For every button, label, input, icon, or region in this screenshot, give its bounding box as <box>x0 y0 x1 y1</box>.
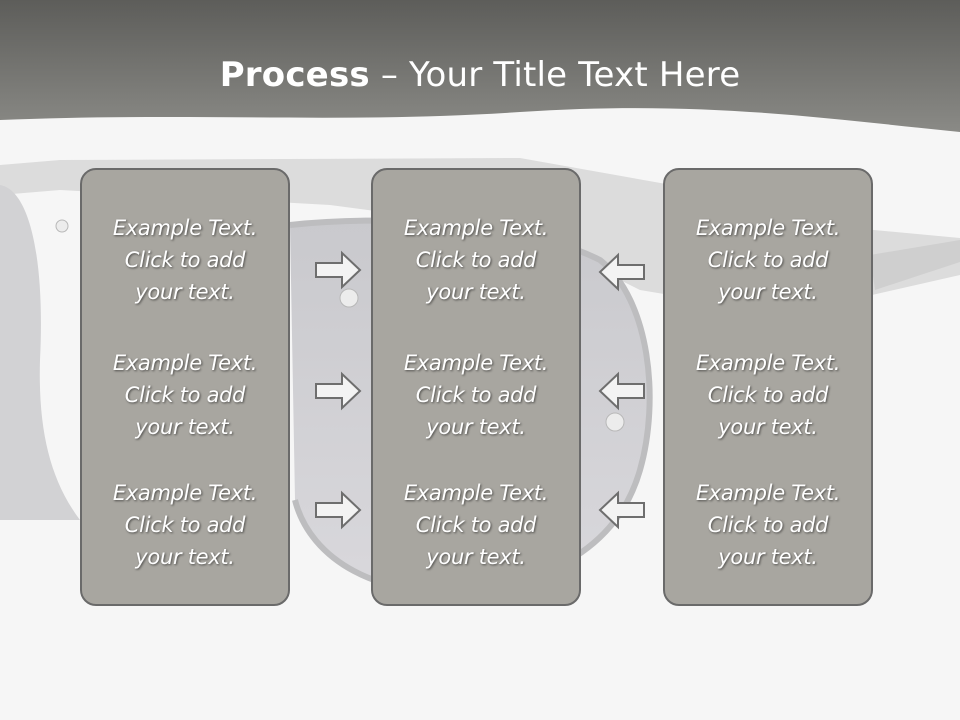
placeholder-line: Example Text. <box>112 216 258 240</box>
arrow-right-icon <box>315 490 362 530</box>
placeholder-line: Example Text. <box>695 351 841 375</box>
placeholder-line: Click to add <box>415 383 537 407</box>
placeholder-line: Click to add <box>124 248 246 272</box>
placeholder-line: Example Text. <box>112 481 258 505</box>
placeholder-line: your text. <box>426 415 526 439</box>
text-placeholder[interactable]: Example Text. Click to add your text. <box>373 477 579 573</box>
placeholder-line: Example Text. <box>695 216 841 240</box>
title-rest: – Your Title Text Here <box>369 55 741 95</box>
text-placeholder[interactable]: Example Text. Click to add your text. <box>373 212 579 308</box>
placeholder-line: your text. <box>135 415 235 439</box>
placeholder-line: Click to add <box>415 513 537 537</box>
arrow-left-icon <box>598 252 645 292</box>
placeholder-line: Example Text. <box>112 351 258 375</box>
placeholder-line: Click to add <box>707 513 829 537</box>
placeholder-line: Example Text. <box>695 481 841 505</box>
text-placeholder[interactable]: Example Text. Click to add your text. <box>82 212 288 308</box>
text-placeholder[interactable]: Example Text. Click to add your text. <box>665 477 871 573</box>
process-column-2: Example Text. Click to add your text. Ex… <box>371 168 581 606</box>
title-bold: Process <box>219 55 370 95</box>
placeholder-line: Example Text. <box>403 351 549 375</box>
placeholder-line: Click to add <box>707 383 829 407</box>
arrow-left-icon <box>598 371 645 411</box>
placeholder-line: Example Text. <box>403 216 549 240</box>
text-placeholder[interactable]: Example Text. Click to add your text. <box>665 212 871 308</box>
placeholder-line: your text. <box>718 415 818 439</box>
arrow-left-icon <box>598 490 645 530</box>
placeholder-line: Click to add <box>415 248 537 272</box>
placeholder-line: your text. <box>426 545 526 569</box>
placeholder-line: your text. <box>718 545 818 569</box>
text-placeholder[interactable]: Example Text. Click to add your text. <box>373 347 579 443</box>
placeholder-line: Click to add <box>124 513 246 537</box>
process-column-1: Example Text. Click to add your text. Ex… <box>80 168 290 606</box>
arrow-right-icon <box>315 250 362 290</box>
placeholder-line: your text. <box>426 280 526 304</box>
placeholder-line: Click to add <box>124 383 246 407</box>
slide-title[interactable]: Process – Your Title Text Here <box>0 52 960 98</box>
placeholder-line: your text. <box>135 545 235 569</box>
text-placeholder[interactable]: Example Text. Click to add your text. <box>82 477 288 573</box>
placeholder-line: Example Text. <box>403 481 549 505</box>
text-placeholder[interactable]: Example Text. Click to add your text. <box>82 347 288 443</box>
placeholder-line: your text. <box>718 280 818 304</box>
text-placeholder[interactable]: Example Text. Click to add your text. <box>665 347 871 443</box>
arrow-right-icon <box>315 371 362 411</box>
placeholder-line: Click to add <box>707 248 829 272</box>
process-column-3: Example Text. Click to add your text. Ex… <box>663 168 873 606</box>
placeholder-line: your text. <box>135 280 235 304</box>
